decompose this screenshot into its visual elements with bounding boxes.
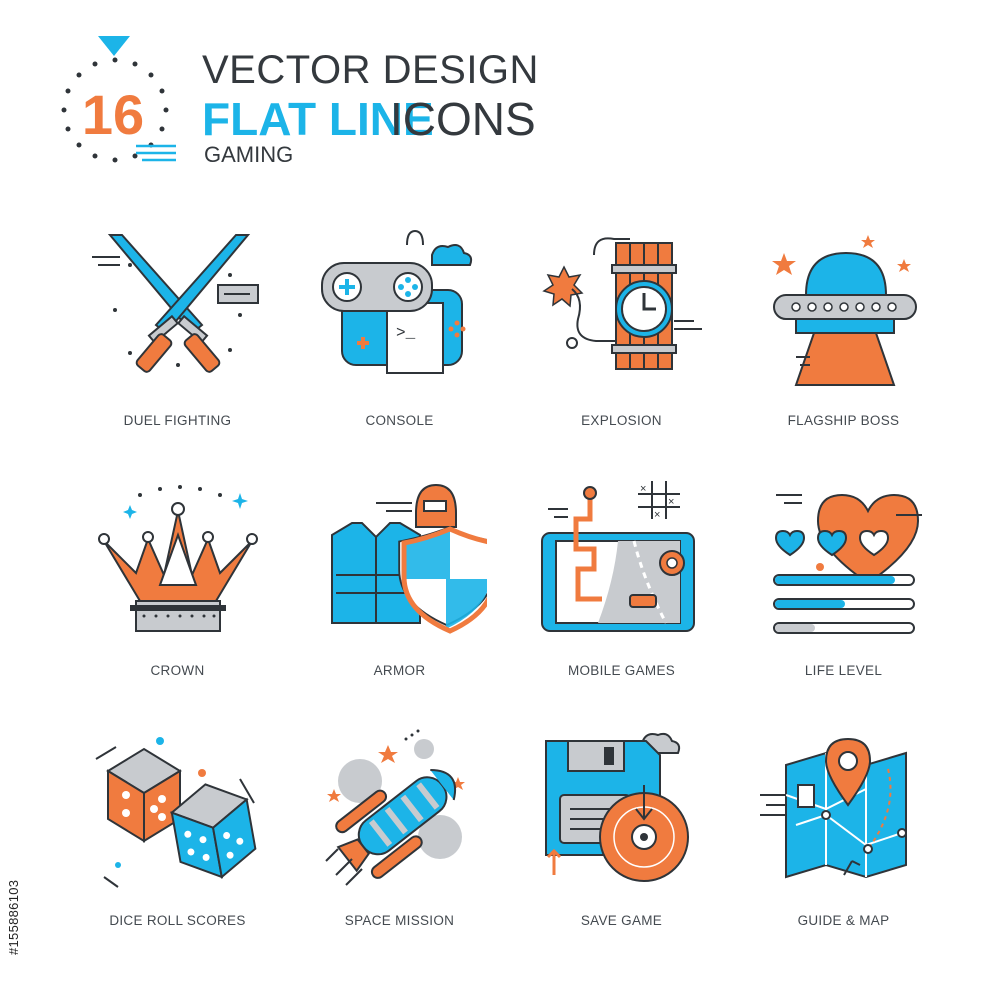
- icon-label: SPACE MISSION: [344, 913, 455, 928]
- timer-badge-icon: 16: [61, 36, 176, 163]
- badge-number: 16: [82, 83, 144, 146]
- icon-card-armor: ARMOR: [282, 475, 517, 715]
- icon-card-mobile-games: × × × MOBILE GAMES: [504, 475, 739, 715]
- svg-text:>_: >_: [396, 324, 416, 342]
- title-line2-accent: FLAT LINE: [202, 93, 434, 145]
- title-line2-rest: ICONS: [390, 93, 536, 145]
- icon-card-guide-map: GUIDE & MAP: [726, 725, 961, 965]
- spaceship-icon: [325, 729, 465, 886]
- svg-text:×: ×: [668, 496, 674, 508]
- icon-card-duel-fighting: DUEL FIGHTING: [60, 225, 295, 465]
- icon-label: GUIDE & MAP: [797, 913, 890, 928]
- dice-icon: [95, 737, 257, 888]
- header: 16 VECTOR DESIGN FLAT LINE ICONS GAMING: [40, 30, 640, 180]
- icon-label: MOBILE GAMES: [567, 663, 676, 678]
- subtitle: GAMING: [204, 142, 294, 167]
- icon-grid: DUEL FIGHTING >_ CONSOLE: [60, 225, 960, 945]
- svg-text:×: ×: [654, 509, 660, 521]
- ufo-icon: [772, 235, 917, 386]
- hearts-level-icon: [773, 493, 922, 634]
- icon-label: LIFE LEVEL: [804, 663, 883, 678]
- icon-label: CONSOLE: [365, 413, 434, 428]
- title-line1: VECTOR DESIGN: [202, 48, 539, 92]
- tablet-game-icon: × × ×: [541, 481, 695, 632]
- armor-vest-shield-icon: [331, 483, 487, 634]
- icon-label: DUEL FIGHTING: [123, 413, 232, 428]
- crown-icon: [98, 485, 258, 632]
- icon-card-space-mission: SPACE MISSION: [282, 725, 517, 965]
- icon-card-crown: CROWN: [60, 475, 295, 715]
- map-pin-icon: [760, 737, 907, 879]
- stock-id: #155886103: [6, 879, 21, 955]
- icon-label: DICE ROLL SCORES: [109, 913, 246, 928]
- icon-label: CROWN: [150, 663, 205, 678]
- icon-label: EXPLOSION: [581, 413, 662, 428]
- crossed-swords-icon: [92, 234, 259, 373]
- dynamite-clock-icon: [542, 237, 702, 370]
- icon-label: FLAGSHIP BOSS: [787, 413, 900, 428]
- floppy-disc-icon: [545, 732, 689, 882]
- gamepad-console-icon: >_: [321, 229, 473, 374]
- icon-card-explosion: EXPLOSION: [504, 225, 739, 465]
- svg-text:×: ×: [640, 483, 646, 495]
- icon-card-flagship-boss: FLAGSHIP BOSS: [726, 225, 961, 465]
- icon-card-save-game: SAVE GAME: [504, 725, 739, 965]
- icon-card-console: >_ CONSOLE: [282, 225, 517, 465]
- icon-label: ARMOR: [373, 663, 426, 678]
- icon-label: SAVE GAME: [580, 913, 663, 928]
- icon-card-life-level: LIFE LEVEL: [726, 475, 961, 715]
- icon-card-dice-roll-scores: DICE ROLL SCORES: [60, 725, 295, 965]
